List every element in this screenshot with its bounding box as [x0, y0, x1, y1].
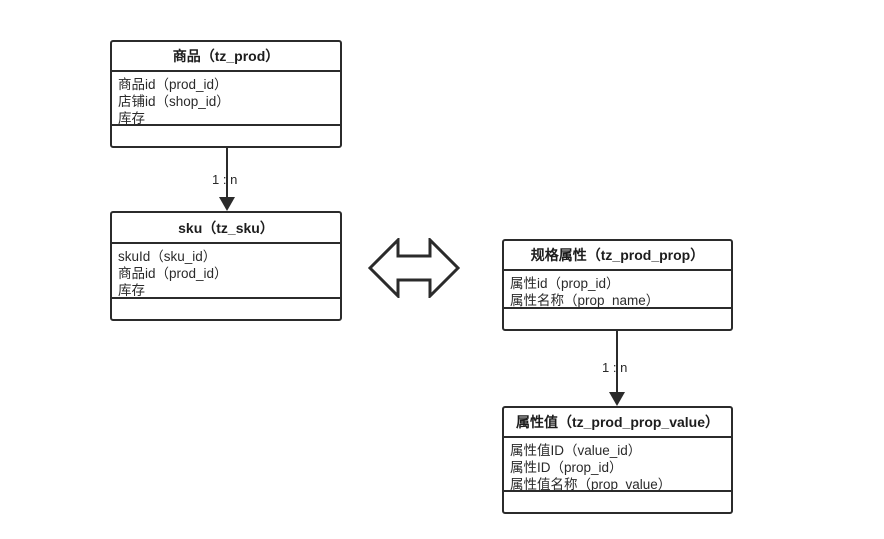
relationship-cardinality-label: 1 : n: [602, 360, 628, 375]
attribute-row: 属性名称（prop_name）: [510, 293, 660, 308]
entity-box-tz-prod[interactable]: 商品（tz_prod） 商品id（prod_id） 店铺id（shop_id） …: [110, 40, 342, 148]
attribute-row: 商品id（prod_id）: [118, 77, 228, 92]
entity-footer-tz-prod-prop: [504, 309, 731, 329]
double-arrow-icon: [367, 236, 461, 300]
attribute-row: 属性值名称（prop_value）: [510, 477, 672, 492]
attribute-row: 属性值ID（value_id）: [510, 443, 642, 458]
entity-footer-tz-prod-prop-value: [504, 492, 731, 512]
entity-footer-tz-sku: [112, 299, 340, 319]
entity-attributes-tz-sku: skuId（sku_id） 商品id（prod_id） 库存: [112, 244, 340, 299]
entity-box-tz-prod-prop-value[interactable]: 属性值（tz_prod_prop_value） 属性值ID（value_id） …: [502, 406, 733, 514]
attribute-row: 商品id（prod_id）: [118, 266, 228, 281]
arrow-head-down-icon: [609, 392, 625, 406]
entity-attributes-tz-prod: 商品id（prod_id） 店铺id（shop_id） 库存: [112, 72, 340, 126]
entity-attributes-tz-prod-prop-value: 属性值ID（value_id） 属性ID（prop_id） 属性值名称（prop…: [504, 438, 731, 492]
attribute-row: 店铺id（shop_id）: [118, 94, 230, 109]
attribute-row: 属性id（prop_id）: [510, 276, 620, 291]
attribute-row: skuId（sku_id）: [118, 249, 217, 264]
attribute-row: 库存: [118, 111, 145, 126]
entity-box-tz-sku[interactable]: sku（tz_sku） skuId（sku_id） 商品id（prod_id） …: [110, 211, 342, 321]
relationship-line: [616, 331, 618, 392]
entity-box-tz-prod-prop[interactable]: 规格属性（tz_prod_prop） 属性id（prop_id） 属性名称（pr…: [502, 239, 733, 331]
entity-title-tz-prod: 商品（tz_prod）: [112, 42, 340, 72]
entity-attributes-tz-prod-prop: 属性id（prop_id） 属性名称（prop_name）: [504, 271, 731, 309]
entity-footer-tz-prod: [112, 126, 340, 146]
relationship-line: [226, 148, 228, 197]
attribute-row: 属性ID（prop_id）: [510, 460, 623, 475]
arrow-head-down-icon: [219, 197, 235, 211]
relationship-cardinality-label: 1 : n: [212, 172, 238, 187]
entity-title-tz-sku: sku（tz_sku）: [112, 213, 340, 244]
entity-title-tz-prod-prop: 规格属性（tz_prod_prop）: [504, 241, 731, 271]
attribute-row: 库存: [118, 283, 145, 298]
entity-title-tz-prod-prop-value: 属性值（tz_prod_prop_value）: [504, 408, 731, 438]
